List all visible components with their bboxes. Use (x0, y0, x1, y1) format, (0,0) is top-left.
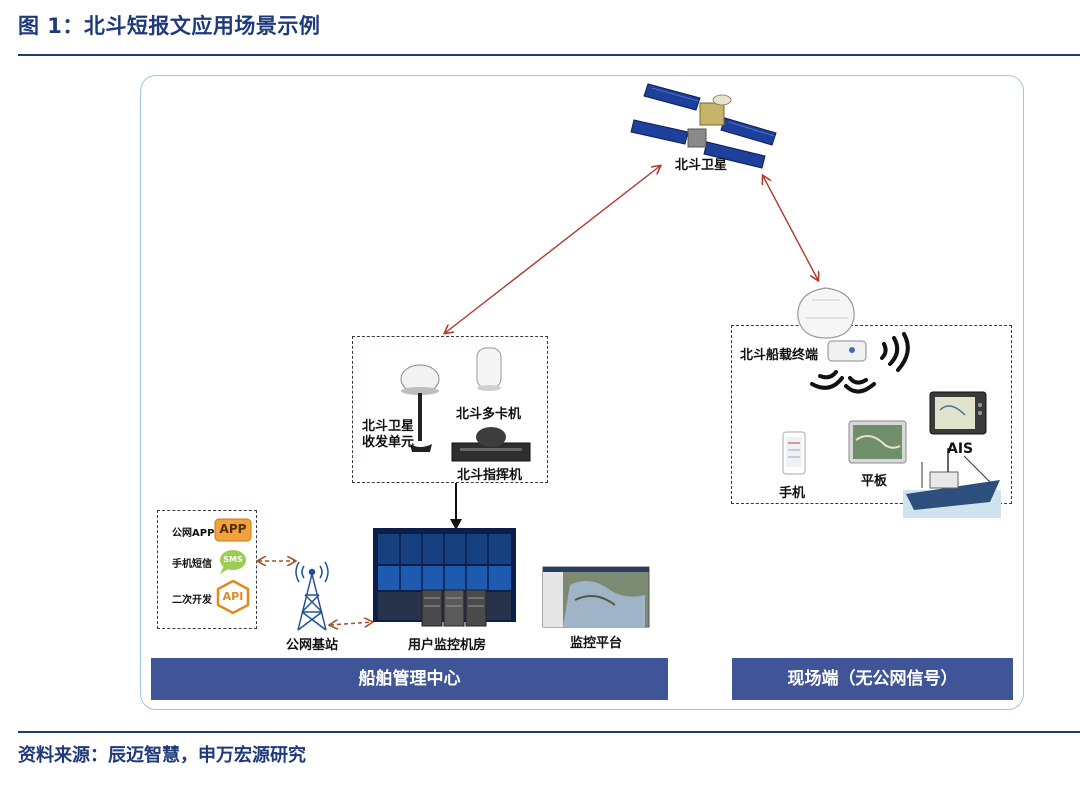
commander-label: 北斗指挥机 (457, 468, 523, 483)
transceiver-label: 北斗卫星收发单元 (362, 419, 415, 450)
app-badge-text: APP (219, 522, 247, 536)
api-badge-icon (216, 579, 250, 615)
app-badge-icon (214, 518, 252, 542)
channel-label-api: 二次开发 (172, 595, 212, 606)
fishing-vessel-image (903, 448, 1001, 518)
monitoring-center-image (373, 528, 516, 622)
server-room-label: 用户监控机房 (408, 638, 487, 653)
base-station-tower-icon (295, 561, 329, 631)
phone-icon (782, 431, 806, 475)
tablet-label: 平板 (861, 474, 888, 489)
multicard-label: 北斗多卡机 (456, 407, 522, 422)
management-center-banner: 船舶管理中心 (151, 658, 668, 700)
ground-station-group (352, 336, 548, 483)
uplink-arrow-ground (445, 166, 660, 333)
phone-label: 手机 (779, 486, 806, 501)
field-side-banner: 现场端（无公网信号） (732, 658, 1013, 700)
monitoring-platform-map (542, 566, 650, 628)
ais-device-icon (929, 391, 987, 435)
figure-title: 图 1：北斗短报文应用场景示例 (18, 14, 321, 38)
field-equipment-group (731, 325, 1012, 504)
satellite-label: 北斗卫星 (675, 158, 728, 173)
platform-label: 监控平台 (570, 636, 623, 651)
satellite-icon (630, 83, 777, 169)
multicard-terminal-icon (476, 347, 502, 391)
channel-label-app: 公网APP (172, 528, 215, 539)
figure-source: 资料来源：辰迈智慧，申万宏源研究 (18, 745, 306, 766)
ais-label: AIS (947, 441, 974, 457)
wireless-signal-icon (810, 332, 910, 394)
server-rack-icon (421, 589, 487, 627)
base-station-label: 公网基站 (286, 638, 339, 653)
sms-badge-text: SMS (223, 555, 243, 564)
bottom-rule (18, 731, 1080, 733)
top-rule (18, 54, 1080, 56)
api-badge-text: API (222, 590, 244, 603)
sms-badge-icon (220, 550, 246, 574)
shipborne-terminal-icon (797, 287, 867, 362)
transceiver-antenna-icon (400, 364, 440, 452)
shipborne-terminal-label: 北斗船载终端 (740, 348, 819, 363)
tablet-icon (848, 420, 907, 464)
commander-device-icon (451, 427, 531, 462)
public-channels-group (157, 510, 257, 629)
base-station-link-arrow (330, 622, 372, 625)
uplink-arrow-vessel (763, 176, 818, 280)
channel-label-sms: 手机短信 (172, 559, 212, 570)
